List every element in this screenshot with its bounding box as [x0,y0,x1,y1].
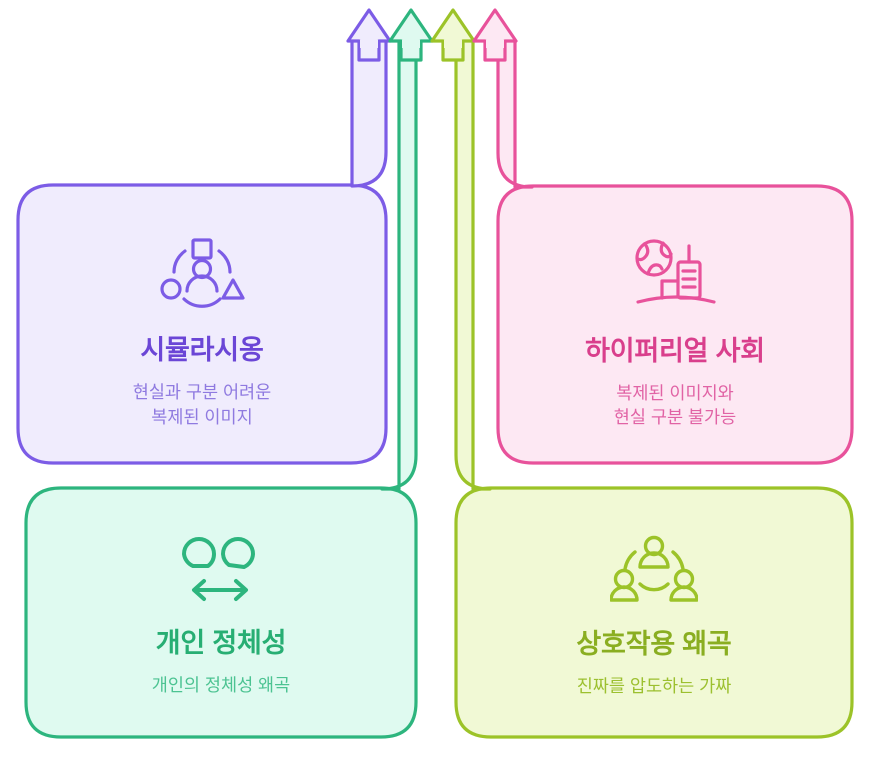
arrow-simulation [346,8,392,62]
people-shapes-network-icon [133,237,272,316]
shape-hyperreal [472,8,854,465]
shape-identity [24,8,434,739]
card-hyperreal[interactable]: 하이퍼리얼 사회 복제된 이미지와 현실 구분 불가능 [498,186,852,463]
card-shape-hyperreal [496,184,854,465]
card-description-hyperreal: 복제된 이미지와 현실 구분 불가능 [613,382,737,427]
card-title-interaction: 상호작용 왜곡 [576,628,732,659]
card-description-identity: 개인의 정체성 왜곡 [151,674,291,695]
shape-simulation [16,8,392,465]
three-people-network-icon [576,535,731,610]
arrow-identity [388,8,434,62]
card-description-simulation: 현실과 구분 어려운 복제된 이미지 [132,382,272,427]
arrow-interaction [430,8,476,62]
seam-cover-interaction [444,40,462,48]
card-interaction[interactable]: 상호작용 왜곡 진짜를 압도하는 가짜 [456,488,852,737]
seam-cover-identity [402,40,420,48]
card-simulation[interactable]: 시뮬라시옹 현실과 구분 어려운 복제된 이미지 [18,185,386,463]
seam-cover-hyperreal [486,40,504,48]
card-shape-identity [24,486,418,739]
card-title-simulation: 시뮬라시옹 [140,335,264,366]
card-title-hyperreal: 하이퍼리얼 사회 [585,335,765,366]
card-shape-interaction [454,486,854,739]
two-shapes-double-arrow-icon [152,536,291,609]
seam-cover-simulation [360,40,378,48]
tail-hyperreal [496,38,534,189]
card-shape-simulation [16,183,388,465]
arrow-hyperreal [472,8,518,62]
tail-interaction [454,38,492,491]
tail-simulation [350,38,388,188]
card-description-interaction: 진짜를 압도하는 가짜 [576,675,732,696]
globe-city-icon [585,238,765,317]
shape-interaction [430,8,854,739]
card-title-identity: 개인 정체성 [155,627,287,658]
card-identity[interactable]: 개인 정체성 개인의 정체성 왜곡 [26,488,416,737]
